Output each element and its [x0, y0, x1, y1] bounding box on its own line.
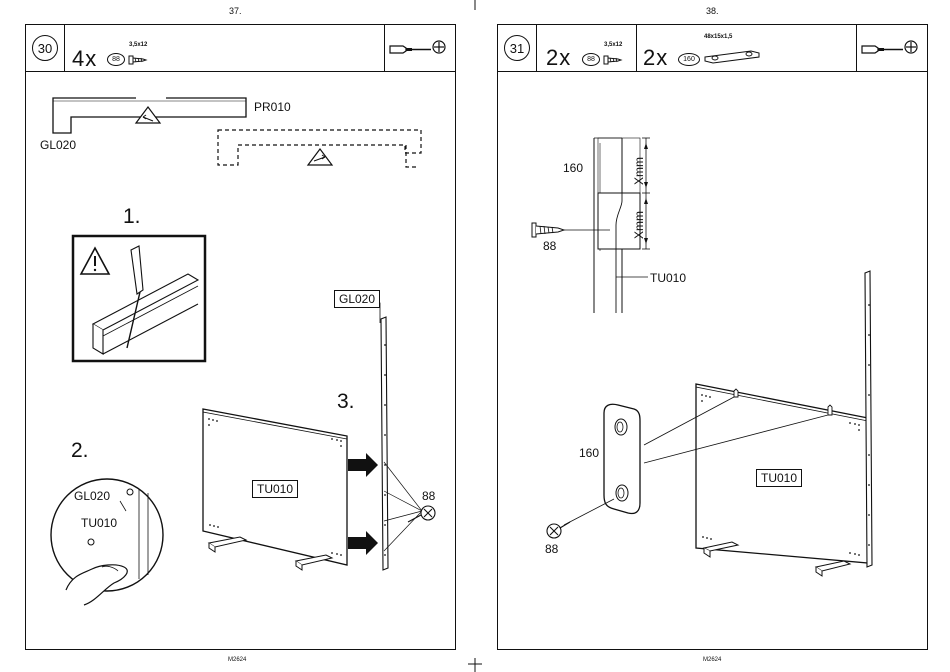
rail-label: GL020: [334, 290, 380, 308]
panel-label: TU010: [756, 469, 802, 487]
right-instruction-page: 31 2x 88 3,5x12 2x 160 48x15x1,5: [497, 24, 928, 650]
screw-88-icon: [408, 506, 435, 522]
panel-assembly-diagram: [26, 25, 455, 649]
screw-detail-label: 88: [545, 542, 558, 556]
left-footer-code: M2624: [228, 657, 246, 663]
right-page-number: 38.: [706, 6, 719, 16]
panel-assembly-diagram: [498, 25, 927, 649]
right-footer-code: M2624: [703, 657, 721, 663]
panel-label: TU010: [252, 480, 298, 498]
left-page-number: 37.: [229, 6, 242, 16]
plate-detail-label: 160: [579, 446, 599, 460]
screw-88-icon: [547, 522, 570, 538]
screw-label: 88: [422, 489, 435, 503]
left-instruction-page: 30 4x 88 3,5x12: [25, 24, 456, 650]
